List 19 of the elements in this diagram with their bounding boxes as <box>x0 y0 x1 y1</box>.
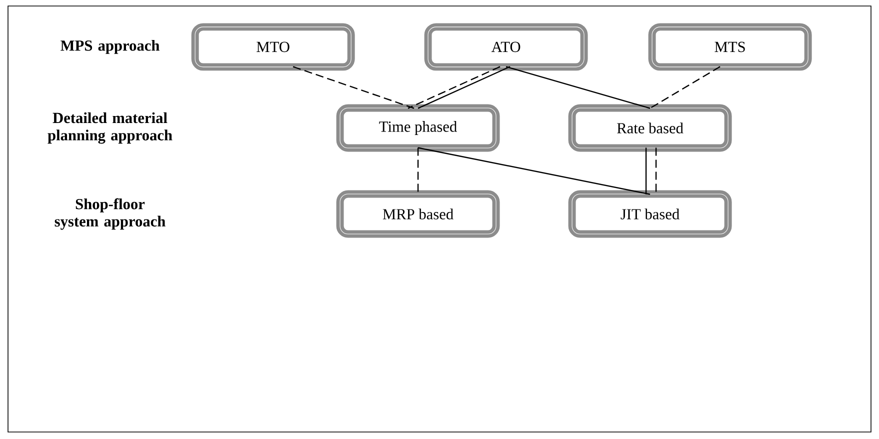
connector-line <box>650 66 720 109</box>
rounded-box: MTS <box>648 23 812 71</box>
connector-line <box>417 148 419 194</box>
connector-line <box>645 148 647 194</box>
rounded-box: MTO <box>191 23 355 71</box>
connector-line <box>418 147 650 195</box>
row-label: Detailed material planning approach <box>48 112 172 144</box>
connector-line <box>408 66 500 109</box>
connector-line <box>655 148 657 194</box>
rounded-box: Rate based <box>568 104 732 152</box>
connector-line <box>292 66 414 109</box>
connector-line <box>418 66 510 109</box>
rounded-box: ATO <box>424 23 588 71</box>
row-label: Shop-floor system approach <box>54 198 166 230</box>
rounded-box: Time phased <box>336 104 500 152</box>
rounded-box: JIT based <box>568 190 732 238</box>
rounded-box: MRP based <box>336 190 500 238</box>
connector-line <box>506 66 650 109</box>
row-label: MPS approach <box>60 40 160 54</box>
